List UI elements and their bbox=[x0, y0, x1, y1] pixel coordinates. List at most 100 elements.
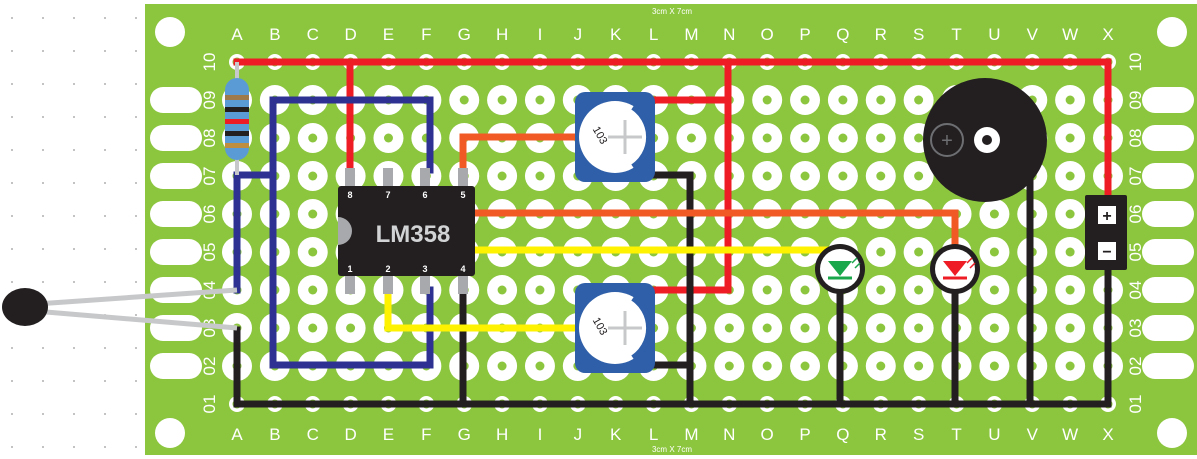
column-label: E bbox=[383, 25, 394, 44]
wires bbox=[233, 58, 1112, 408]
hole-center bbox=[989, 361, 999, 371]
side-pad bbox=[1142, 353, 1194, 379]
ic-pin-label: 6 bbox=[422, 190, 427, 200]
hole-center bbox=[497, 361, 507, 371]
ic-label: LM358 bbox=[376, 221, 451, 248]
background-dot bbox=[135, 248, 137, 250]
column-label: P bbox=[799, 425, 810, 444]
hole-center bbox=[876, 285, 886, 295]
minus-terminal-icon: − bbox=[1102, 244, 1111, 261]
column-label: B bbox=[269, 25, 280, 44]
hole-center bbox=[914, 323, 924, 333]
power-connector: + − bbox=[1085, 195, 1127, 270]
ic-leg bbox=[420, 274, 430, 294]
background-dot bbox=[104, 215, 106, 217]
hole-center bbox=[876, 95, 886, 105]
hole-center bbox=[800, 323, 810, 333]
hole-center bbox=[989, 285, 999, 295]
led-red bbox=[930, 244, 980, 294]
hole-center bbox=[800, 133, 810, 143]
column-label: W bbox=[1062, 425, 1078, 444]
background-dot bbox=[104, 149, 106, 151]
background-dot bbox=[11, 17, 13, 19]
side-pad bbox=[1142, 87, 1194, 113]
row-label: 08 bbox=[200, 129, 219, 148]
hole-center bbox=[876, 247, 886, 257]
row-label: 01 bbox=[1126, 395, 1145, 414]
row-label: 10 bbox=[200, 53, 219, 72]
row-label: 06 bbox=[200, 205, 219, 224]
ic-pin-label: 4 bbox=[460, 264, 465, 274]
row-label: 09 bbox=[200, 91, 219, 110]
background-dot bbox=[135, 413, 137, 415]
hole-center bbox=[876, 361, 886, 371]
hole-center bbox=[989, 209, 999, 219]
column-label: N bbox=[723, 25, 735, 44]
hole-center bbox=[914, 247, 924, 257]
background-dot bbox=[73, 50, 75, 52]
background-dot bbox=[104, 380, 106, 382]
column-label: D bbox=[344, 425, 356, 444]
column-label: X bbox=[1102, 425, 1113, 444]
background-dot bbox=[73, 413, 75, 415]
hole-center bbox=[914, 361, 924, 371]
hole-center bbox=[762, 323, 772, 333]
mounting-hole bbox=[155, 418, 185, 448]
buzzer-plus-icon: + bbox=[941, 130, 953, 152]
resistor bbox=[225, 62, 249, 175]
side-pad bbox=[1142, 277, 1194, 303]
column-label: I bbox=[538, 425, 543, 444]
ic-leg bbox=[420, 168, 430, 188]
column-label: K bbox=[610, 425, 622, 444]
side-pad bbox=[150, 277, 202, 303]
mounting-hole bbox=[1157, 17, 1187, 47]
column-label: T bbox=[951, 25, 961, 44]
mounting-hole bbox=[1157, 418, 1187, 448]
hole-center bbox=[459, 95, 469, 105]
ic-leg bbox=[383, 168, 393, 188]
column-label: C bbox=[307, 25, 319, 44]
hole-center bbox=[724, 361, 734, 371]
column-label: L bbox=[649, 25, 658, 44]
column-label: R bbox=[875, 425, 887, 444]
column-label: K bbox=[610, 25, 622, 44]
column-label: H bbox=[496, 425, 508, 444]
background-dot bbox=[104, 248, 106, 250]
side-pad bbox=[150, 201, 202, 227]
hole-center bbox=[686, 133, 696, 143]
hole-center bbox=[497, 171, 507, 181]
background-dot bbox=[135, 347, 137, 349]
column-label: L bbox=[649, 425, 658, 444]
ic-pin-label: 8 bbox=[347, 190, 352, 200]
background-dot bbox=[104, 413, 106, 415]
background-dot bbox=[73, 83, 75, 85]
column-label: J bbox=[574, 425, 583, 444]
background-dot bbox=[73, 446, 75, 448]
hole-center bbox=[876, 171, 886, 181]
side-pad bbox=[1142, 315, 1194, 341]
column-label: X bbox=[1102, 25, 1113, 44]
background-dot bbox=[135, 182, 137, 184]
background-dot bbox=[135, 17, 137, 19]
hole-center bbox=[989, 247, 999, 257]
row-label: 07 bbox=[200, 167, 219, 186]
background-dot bbox=[73, 347, 75, 349]
ic-pin-label: 7 bbox=[385, 190, 390, 200]
background-dot bbox=[104, 50, 106, 52]
hole-center bbox=[346, 323, 356, 333]
led-green bbox=[815, 244, 865, 294]
hole-center bbox=[535, 361, 545, 371]
background-dot bbox=[73, 380, 75, 382]
background-dot bbox=[135, 314, 137, 316]
hole-center bbox=[989, 323, 999, 333]
background-dot bbox=[73, 149, 75, 151]
wire-red bbox=[233, 58, 1112, 294]
hole-center bbox=[800, 171, 810, 181]
hole-center bbox=[914, 171, 924, 181]
background-dot bbox=[11, 347, 13, 349]
column-label: U bbox=[988, 25, 1000, 44]
buzzer: + bbox=[923, 78, 1047, 202]
background-dot bbox=[42, 380, 44, 382]
row-label: 02 bbox=[1126, 357, 1145, 376]
background-dot bbox=[42, 215, 44, 217]
